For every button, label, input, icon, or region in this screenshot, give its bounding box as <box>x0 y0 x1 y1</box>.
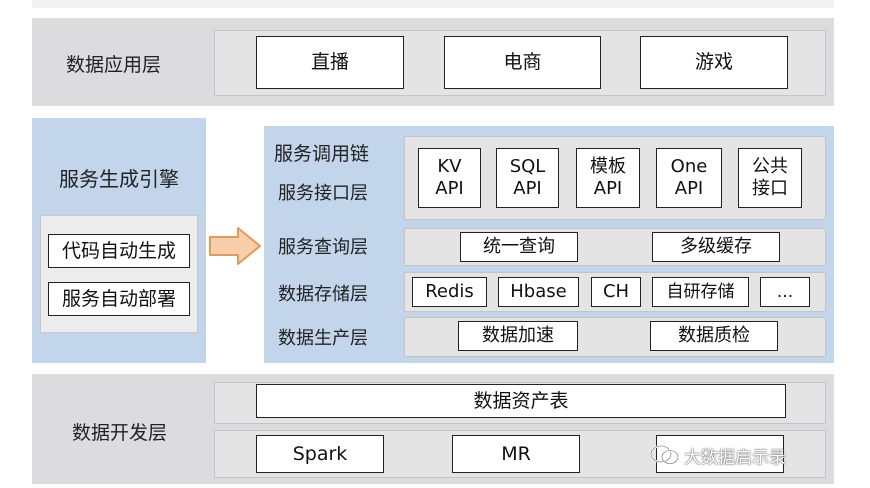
production-item-quality: 数据质检 <box>650 321 778 351</box>
service-query-label: 服务查询层 <box>278 237 368 258</box>
app-item-game: 游戏 <box>640 36 788 89</box>
storage-item-inhouse: 自研存储 <box>652 277 749 307</box>
interface-item-kv-api: KV API <box>418 148 481 208</box>
arrow-right-icon <box>209 227 261 265</box>
compute-item-spark: Spark <box>256 435 384 473</box>
data-application-layer-title: 数据应用层 <box>66 53 162 76</box>
engine-item-codegen: 代码自动生成 <box>48 234 190 268</box>
storage-item-more: ... <box>760 277 810 307</box>
service-chain-label: 服务调用链 <box>274 142 370 165</box>
compute-item-mr: MR <box>452 435 580 473</box>
service-engine-title: 服务生成引擎 <box>59 166 179 191</box>
data-storage-label: 数据存储层 <box>278 284 368 305</box>
service-interface-label: 服务接口层 <box>278 183 368 204</box>
top-strip <box>32 0 834 8</box>
storage-item-ch: CH <box>591 277 641 307</box>
interface-item-sql-api: SQL API <box>496 148 559 208</box>
production-item-acceleration: 数据加速 <box>458 321 578 351</box>
asset-table-box: 数据资产表 <box>256 384 786 418</box>
engine-item-autodeploy: 服务自动部署 <box>48 282 190 316</box>
storage-item-hbase: Hbase <box>498 277 579 307</box>
interface-item-one-api: One API <box>656 148 722 208</box>
query-item-multicache: 多级缓存 <box>652 232 780 262</box>
chat-bubble-icon <box>650 445 679 465</box>
interface-item-public: 公共 接口 <box>738 148 802 208</box>
interface-item-template-api: 模板 API <box>576 148 640 208</box>
app-item-live: 直播 <box>256 36 404 89</box>
watermark: 大数据启示录 <box>650 442 786 468</box>
storage-item-redis: Redis <box>412 277 487 307</box>
watermark-text: 大数据启示录 <box>684 447 786 468</box>
query-item-unified: 统一查询 <box>460 232 578 262</box>
app-item-ecommerce: 电商 <box>444 36 601 89</box>
data-production-label: 数据生产层 <box>278 328 368 349</box>
data-development-layer-title: 数据开发层 <box>72 421 168 444</box>
